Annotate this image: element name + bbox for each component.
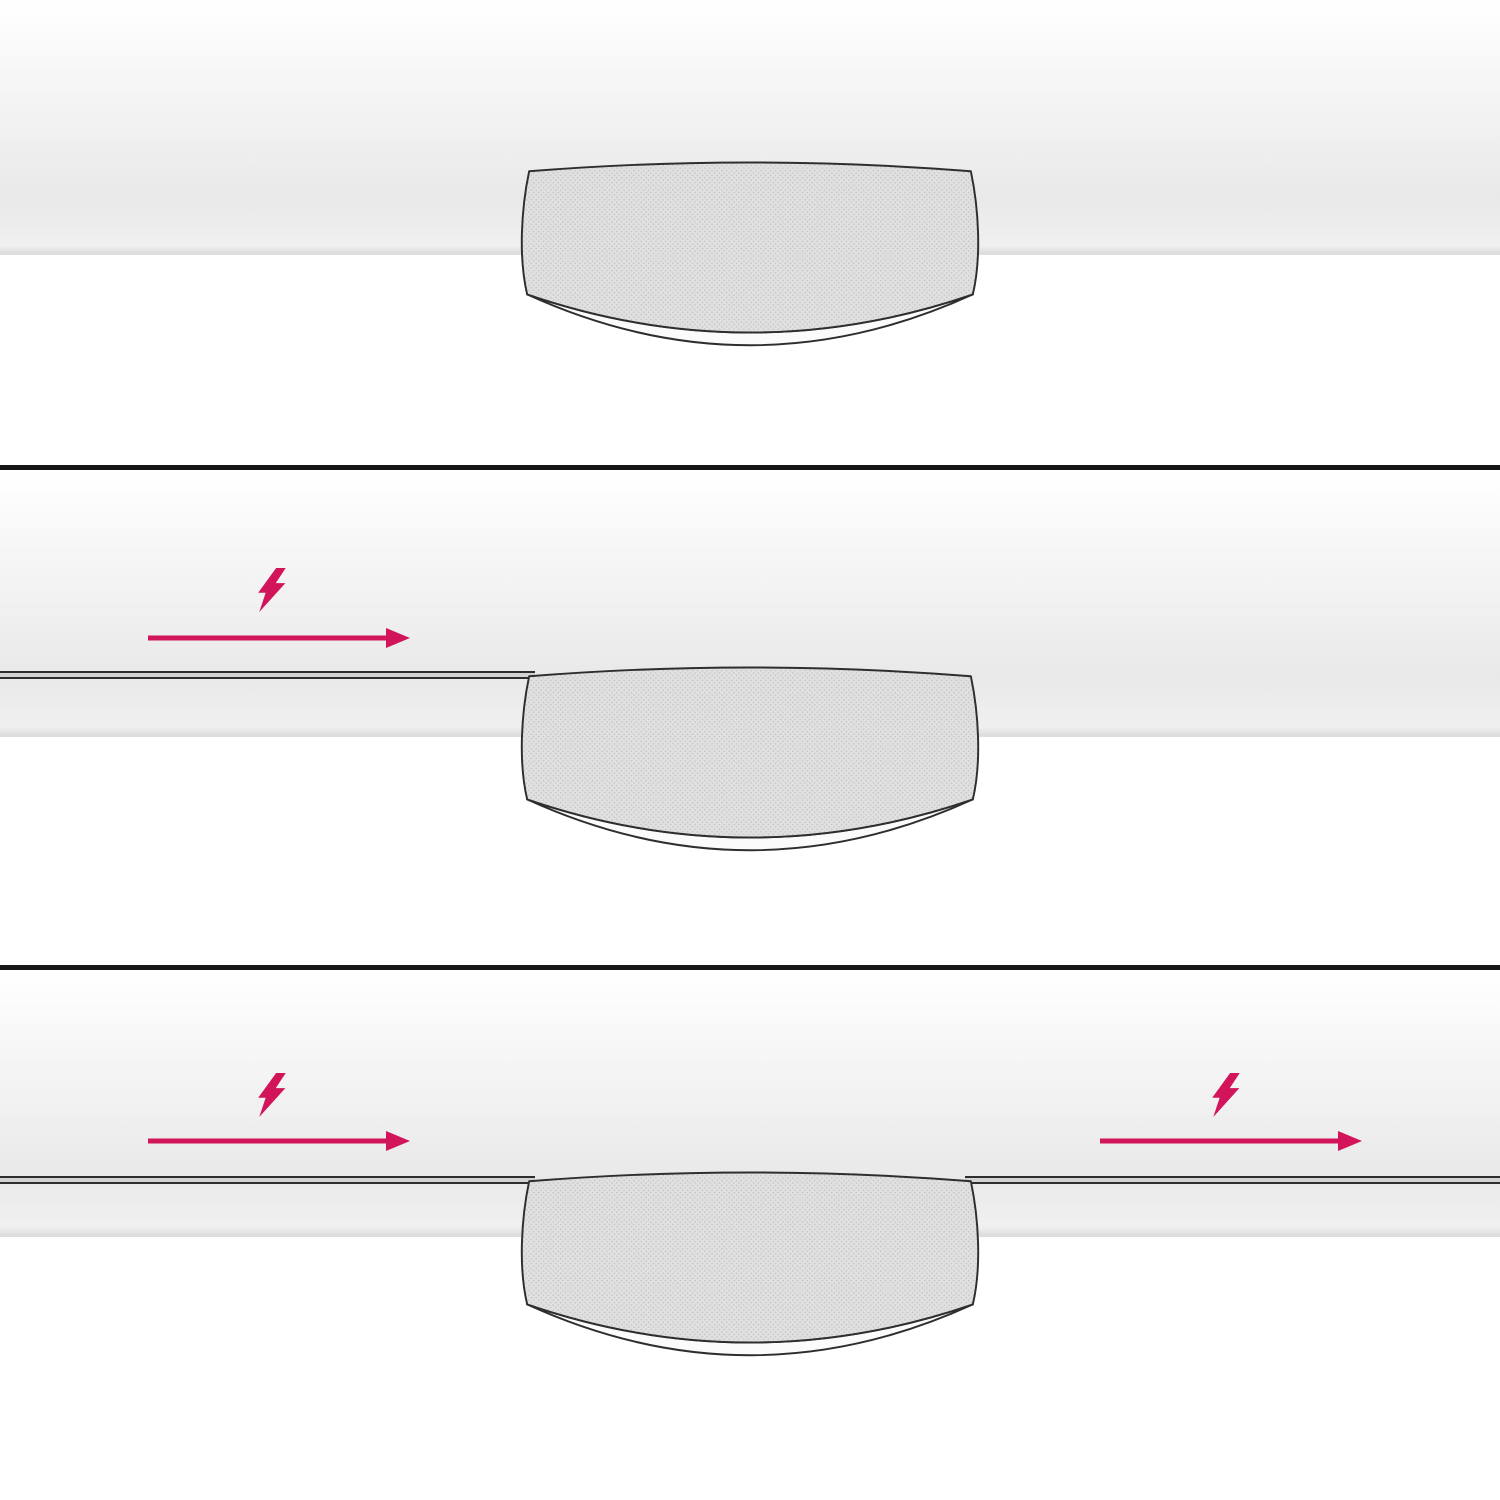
power-cable-left bbox=[0, 671, 535, 679]
lamp-shade-body bbox=[520, 666, 980, 839]
power-cable-right bbox=[965, 1176, 1500, 1184]
lamp-shade-body bbox=[520, 161, 980, 334]
current-direction-arrow-left bbox=[148, 1131, 410, 1151]
panel-1-drum-ceiling-lamp bbox=[0, 0, 1500, 465]
divider-line bbox=[0, 965, 1500, 970]
current-direction-arrow-right bbox=[1100, 1131, 1362, 1151]
panel-3-drum-ceiling-lamp-power-through bbox=[0, 965, 1500, 1500]
divider-line bbox=[0, 465, 1500, 470]
lightning-bolt-icon-left bbox=[258, 1073, 286, 1117]
drum-lampshade bbox=[520, 666, 980, 852]
drum-lampshade bbox=[520, 161, 980, 347]
panel-2-drum-ceiling-lamp-power-in-left bbox=[0, 465, 1500, 965]
lightning-bolt-icon-right bbox=[1212, 1073, 1240, 1117]
lightning-bolt-icon bbox=[258, 568, 286, 612]
power-cable-left bbox=[0, 1176, 535, 1184]
drum-lampshade bbox=[520, 1171, 980, 1357]
current-direction-arrow-left bbox=[148, 628, 410, 648]
lamp-shade-body bbox=[520, 1171, 980, 1344]
